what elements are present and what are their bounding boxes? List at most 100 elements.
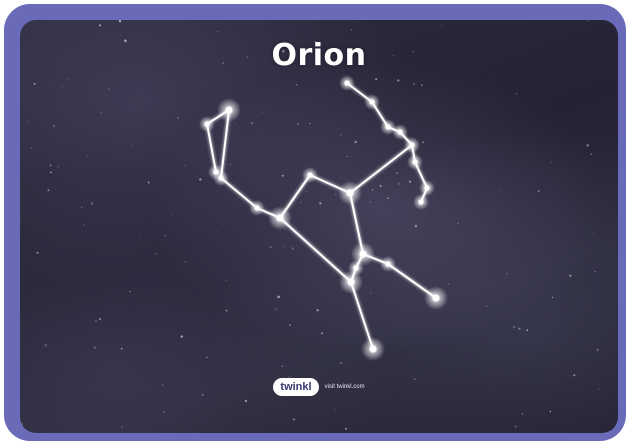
background-star bbox=[83, 224, 85, 226]
star bbox=[204, 121, 210, 127]
visit-link-text[interactable]: visit twinkl.com bbox=[324, 384, 365, 390]
star bbox=[424, 185, 430, 191]
background-star bbox=[281, 174, 284, 177]
background-star bbox=[225, 309, 228, 312]
poster-card: Orion twinkl visit twinkl.com bbox=[4, 4, 626, 441]
background-star bbox=[20, 220, 21, 223]
star bbox=[344, 80, 350, 86]
background-star bbox=[537, 190, 540, 192]
star bbox=[385, 124, 391, 130]
background-star bbox=[346, 155, 348, 158]
background-star bbox=[269, 246, 272, 249]
background-star bbox=[448, 283, 450, 285]
background-star bbox=[36, 251, 39, 254]
background-star bbox=[521, 413, 524, 415]
background-star bbox=[499, 189, 501, 191]
background-star bbox=[163, 411, 165, 413]
background-star bbox=[515, 92, 518, 95]
background-star bbox=[340, 361, 343, 365]
star bbox=[397, 129, 403, 135]
background-star bbox=[551, 296, 554, 299]
star bbox=[369, 99, 375, 105]
background-star bbox=[518, 327, 521, 330]
background-star bbox=[225, 279, 227, 281]
background-star bbox=[299, 201, 302, 203]
background-star bbox=[288, 376, 290, 378]
twinkl-logo[interactable]: twinkl bbox=[273, 378, 319, 396]
background-star bbox=[289, 324, 291, 326]
background-star bbox=[222, 62, 225, 65]
background-star bbox=[154, 252, 157, 255]
background-star bbox=[61, 86, 63, 88]
star bbox=[225, 106, 233, 114]
background-star bbox=[49, 164, 52, 167]
background-star bbox=[513, 326, 515, 328]
background-star bbox=[90, 202, 94, 205]
background-star bbox=[414, 378, 416, 380]
background-star bbox=[526, 329, 529, 332]
background-star bbox=[587, 20, 589, 22]
background-star bbox=[319, 202, 322, 205]
star bbox=[359, 250, 367, 258]
background-star bbox=[44, 343, 48, 347]
background-star bbox=[295, 83, 298, 86]
page-title: Orion bbox=[271, 38, 367, 73]
background-star bbox=[118, 20, 122, 23]
background-star bbox=[33, 82, 36, 85]
background-star bbox=[312, 251, 314, 253]
background-star bbox=[421, 141, 425, 144]
background-star bbox=[397, 79, 400, 82]
background-star bbox=[282, 49, 285, 53]
background-star bbox=[369, 292, 372, 294]
background-star bbox=[129, 290, 131, 293]
background-star bbox=[593, 232, 595, 233]
background-star bbox=[65, 383, 67, 385]
background-star bbox=[121, 426, 123, 428]
background-star bbox=[296, 122, 300, 125]
background-star bbox=[596, 348, 599, 352]
star bbox=[409, 142, 415, 148]
constellation-line bbox=[349, 144, 413, 194]
background-star bbox=[171, 215, 173, 217]
background-star bbox=[108, 88, 110, 90]
star bbox=[412, 159, 418, 165]
background-star bbox=[598, 388, 600, 390]
star bbox=[213, 169, 219, 175]
background-stars bbox=[20, 20, 600, 433]
background-star bbox=[321, 332, 323, 335]
background-star bbox=[375, 78, 378, 81]
constellation-line bbox=[206, 123, 217, 173]
background-star bbox=[485, 305, 488, 307]
background-star bbox=[57, 166, 59, 168]
star bbox=[369, 345, 377, 353]
background-star bbox=[53, 125, 55, 127]
background-star bbox=[392, 54, 394, 57]
constellation-stars bbox=[199, 75, 448, 361]
background-star bbox=[30, 146, 33, 149]
background-star bbox=[124, 39, 127, 42]
star bbox=[385, 261, 391, 267]
background-star bbox=[345, 427, 347, 430]
background-star bbox=[93, 346, 97, 349]
background-star bbox=[514, 425, 517, 428]
background-star bbox=[305, 190, 307, 192]
background-star bbox=[201, 393, 204, 396]
background-star bbox=[340, 134, 342, 136]
background-star bbox=[569, 274, 572, 277]
background-star bbox=[120, 34, 122, 36]
star bbox=[418, 199, 424, 205]
background-star bbox=[396, 172, 398, 174]
background-star bbox=[217, 30, 219, 32]
background-star bbox=[350, 29, 353, 31]
background-star bbox=[176, 116, 179, 119]
background-star bbox=[80, 206, 83, 209]
star bbox=[432, 294, 440, 302]
background-star bbox=[594, 270, 596, 273]
background-star bbox=[120, 347, 123, 350]
background-star bbox=[387, 197, 389, 200]
background-star bbox=[384, 178, 386, 180]
background-star bbox=[409, 180, 412, 183]
constellation-lines bbox=[206, 82, 437, 350]
constellation-line bbox=[279, 217, 352, 283]
background-star bbox=[100, 111, 103, 114]
